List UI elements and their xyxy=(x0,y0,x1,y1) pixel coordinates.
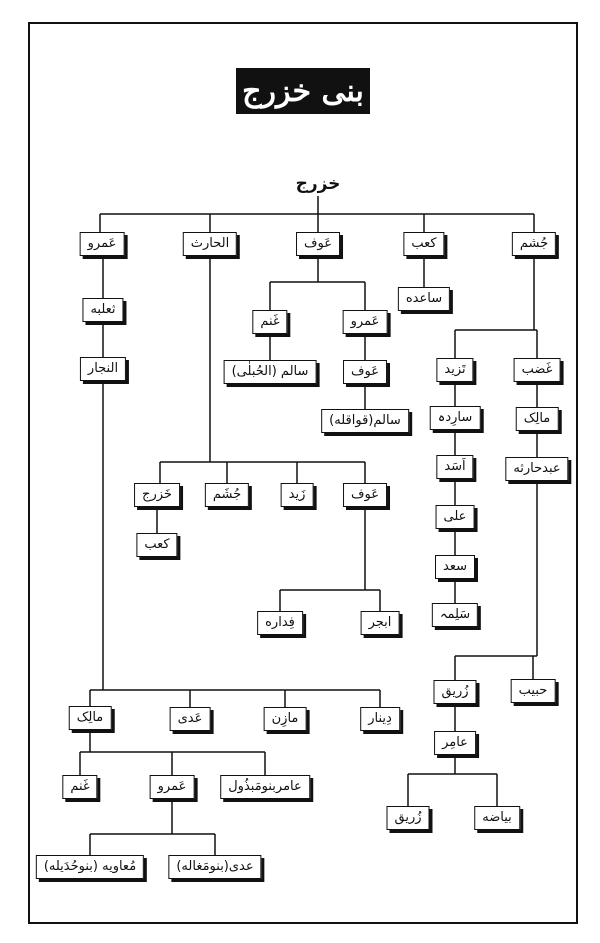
node-adi: عَدی xyxy=(169,707,211,731)
node-al-najjar: النجار xyxy=(79,357,127,381)
node-thalaba: ثعلبه xyxy=(82,298,124,322)
node-zurayq: زُریق xyxy=(433,680,477,704)
node-abd-haritha: عبدحارثه xyxy=(505,457,569,481)
node-habib: حبیب xyxy=(510,679,556,703)
node-amir: عامِر xyxy=(434,731,476,755)
node-amr: عَمرو xyxy=(79,232,125,256)
node-muawiya: مُعاویه (بنوحُدَیله) xyxy=(35,855,145,879)
node-malik: مالِک xyxy=(515,407,559,431)
node-sarida: سارِدہ xyxy=(429,406,481,430)
node-fudara: فِداره xyxy=(257,611,303,635)
node-kab: کعب xyxy=(403,232,445,256)
node-jusham: جُشم xyxy=(511,232,557,256)
node-saad: سعد xyxy=(435,555,475,579)
node-asad: اَسَد xyxy=(436,455,474,479)
node-ali: علی xyxy=(435,505,475,529)
node-salima: سَلِمہ xyxy=(431,603,479,627)
node-jusham-2: جُشَم xyxy=(204,483,250,507)
node-amr-3: عَمرو xyxy=(149,775,195,799)
node-tazid: تَزید xyxy=(436,358,474,382)
node-bayada: بیاضه xyxy=(474,806,520,830)
node-al-harith: الحارث xyxy=(182,232,238,256)
node-ghanm: غَنم xyxy=(252,310,288,334)
node-zayd: زَید xyxy=(280,483,314,507)
node-awf: عَوف xyxy=(296,232,340,256)
node-dinar: دِینار xyxy=(360,707,400,731)
node-salim-qawaqila: سالم(قواقله) xyxy=(321,409,409,433)
node-awf-2: عَوف xyxy=(343,360,387,384)
node-saida: ساعده xyxy=(397,287,451,311)
node-amir-bani-mabdhul: عامربنومَبذُول xyxy=(220,775,310,799)
node-khazraj-2: خَزرج xyxy=(134,483,180,507)
node-abjar: ابجر xyxy=(360,611,400,635)
node-salim-hubla: سالم (الحُبلٰی) xyxy=(223,360,317,384)
node-ghadb: غَضب xyxy=(513,358,561,382)
node-kab-2: کعب xyxy=(136,533,178,557)
node-amr-2: عَمرو xyxy=(342,310,388,334)
node-malik-2: مالِک xyxy=(68,706,112,730)
page-frame xyxy=(28,22,578,924)
node-ghanm-2: غَنم xyxy=(62,775,98,799)
node-adi-bani-maghala: عدی(بنومَغاله) xyxy=(168,855,262,879)
node-zurayq-2: زُریق xyxy=(386,806,430,830)
node-awf-3: عَوف xyxy=(343,483,387,507)
page-title: بنی خزرج xyxy=(236,68,370,114)
node-mazin: مازِن xyxy=(263,707,307,731)
node-khazraj-root: خزرج xyxy=(295,174,341,194)
